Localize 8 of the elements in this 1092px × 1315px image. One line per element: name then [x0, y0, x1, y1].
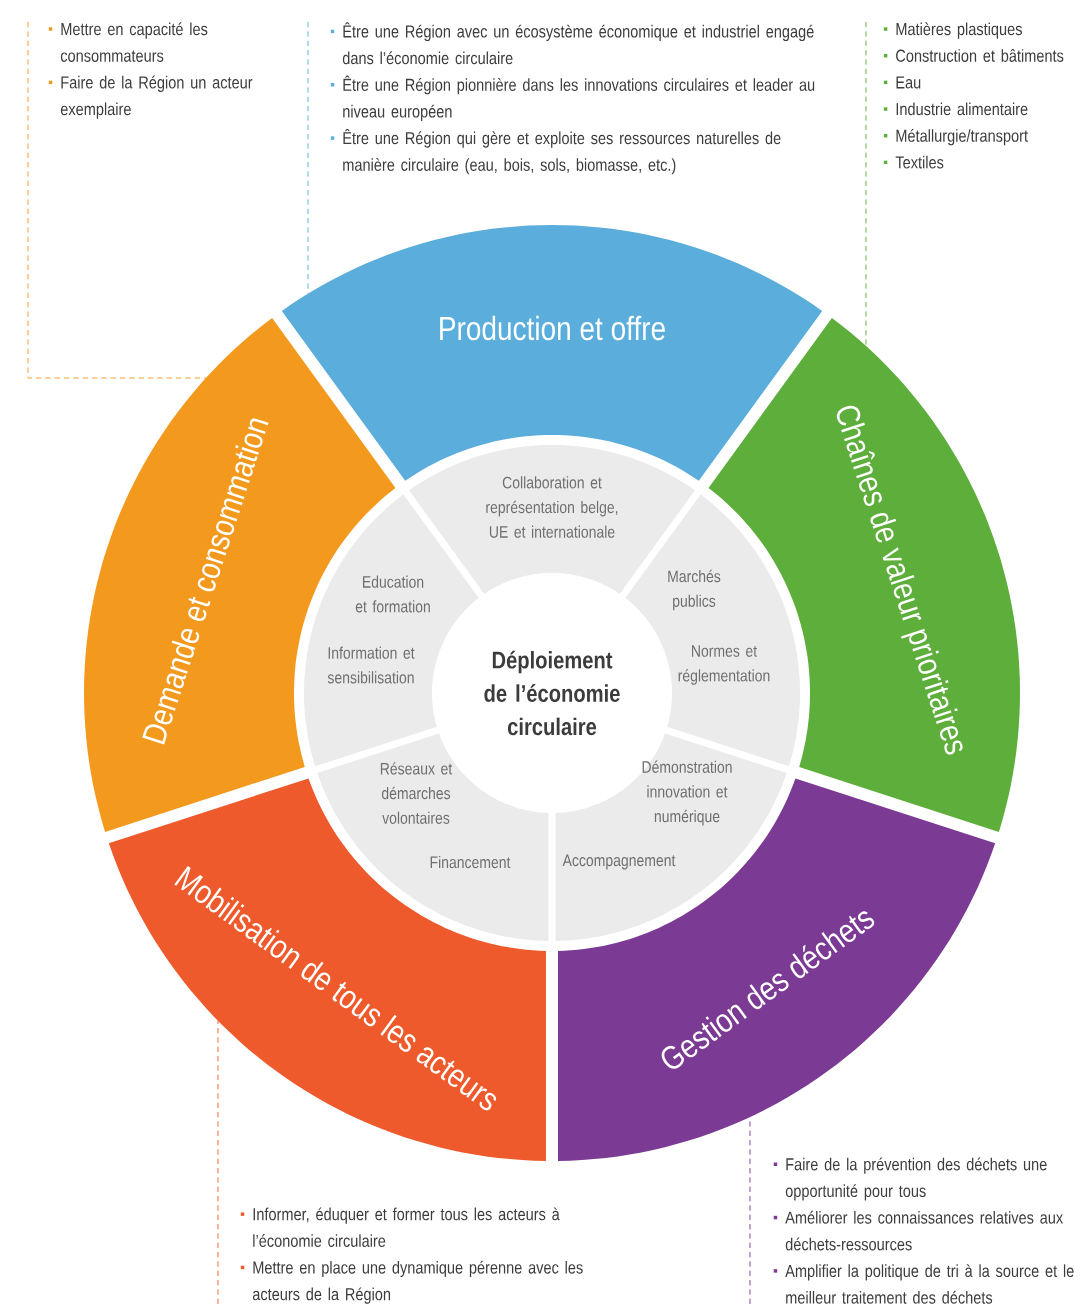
bullet-list: Matières plastiques Construction et bâtiments Eau Industrie alimentaire Métallurgie/transport Textiles	[883, 22, 1064, 169]
leader-line	[217, 1020, 219, 1305]
leader-line	[865, 21, 867, 347]
bullet-list: Mettre en capacité les consommateurs Faire de la Région un acteur exemplaire	[48, 22, 253, 119]
leader-line	[749, 1116, 751, 1305]
leader-line	[27, 21, 207, 379]
bullet-list: Être une Région avec un écosystème économique et industriel engagé dans l’économie circulaire Être une Région pionnière dans les innovations circulaires et leader au niveau européen Être une Région qui gère et exploite ses ressources naturelles de manière circulaire (eau, bois, sols, biomasse, etc.)	[330, 22, 815, 175]
bullet-list: Informer, éduquer et former tous les acteurs à l’économie circulaire Mettre en place une dynamique pérenne avec les acteurs de la Région	[240, 1207, 583, 1304]
